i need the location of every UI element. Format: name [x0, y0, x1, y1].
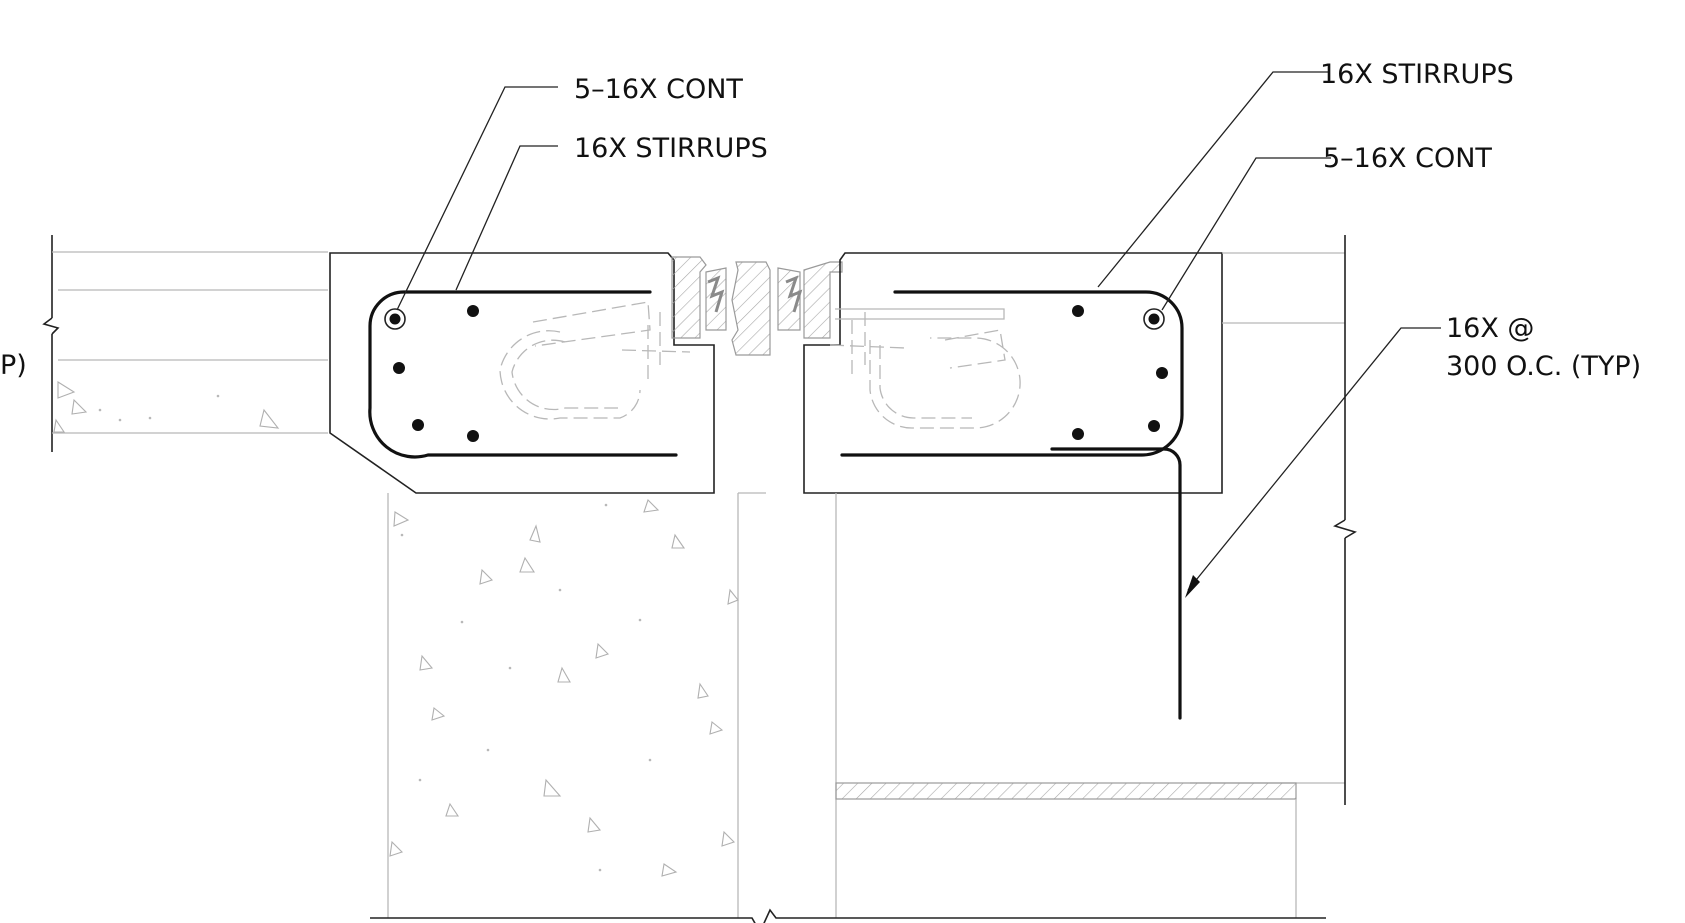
- label-dowel-spacing-line2: 300 O.C. (TYP): [1446, 351, 1641, 382]
- label-cut-left: P): [0, 350, 27, 381]
- left-abutment-wall: [387, 492, 766, 918]
- left-edge-beam: [329, 252, 715, 494]
- right-slab: [1190, 235, 1357, 805]
- bottom-break-line: [370, 908, 1326, 923]
- label-right-stirrups: 16X STIRRUPS: [1320, 59, 1514, 90]
- right-edge-beam: [803, 252, 1223, 720]
- label-dowel-spacing-line1: 16X @: [1446, 313, 1534, 344]
- left-slab: [42, 235, 328, 452]
- right-abutment-wall: [835, 493, 1297, 918]
- leader-lines: [396, 71, 1441, 598]
- expansion-joint-seal: [671, 256, 843, 356]
- label-left-stirrups: 16X STIRRUPS: [574, 133, 768, 164]
- label-left-continuous-bars: 5–16X CONT: [574, 74, 743, 105]
- label-right-continuous-bars: 5–16X CONT: [1323, 143, 1492, 174]
